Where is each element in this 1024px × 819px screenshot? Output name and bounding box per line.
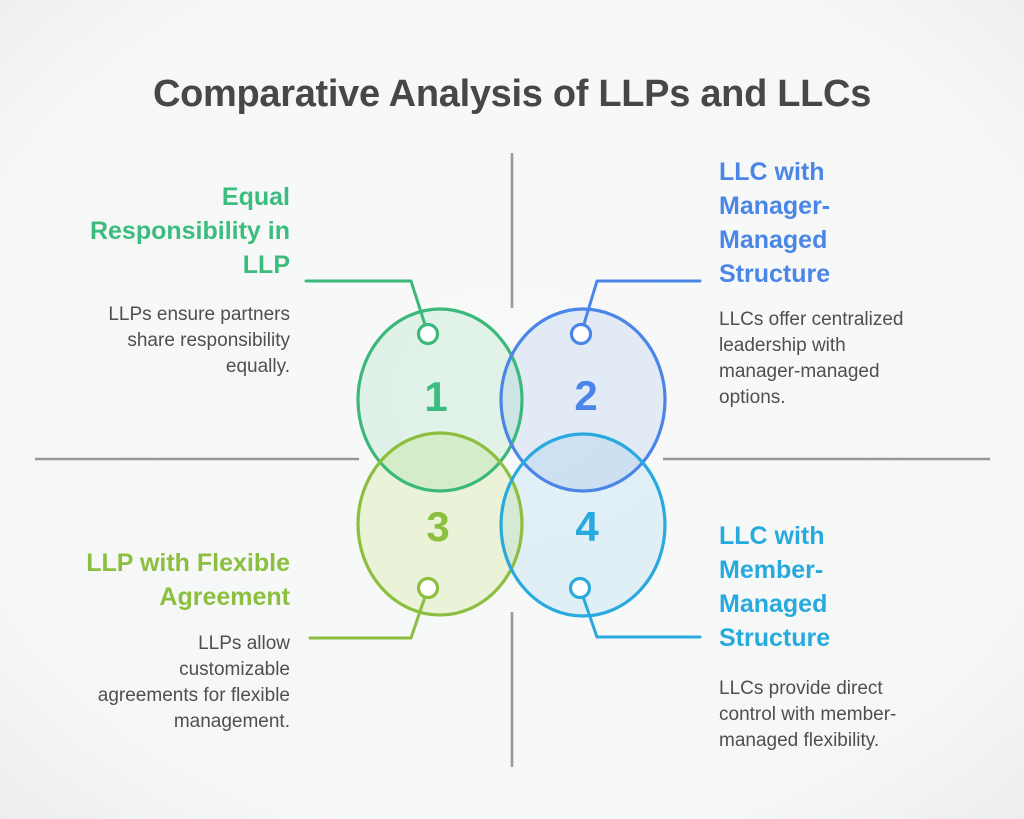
heading-line: LLC with [719,158,825,186]
circle-3-pin [416,576,440,600]
circle-2-number: 2 [574,372,598,419]
body-line: LLCs offer centralized [719,309,904,330]
heading-line: LLP [242,251,290,279]
circle-2-pin [569,322,593,346]
connector-4 [578,586,702,639]
heading-line: Equal [221,183,290,211]
section-2-heading: LLC with Manager- Managed Structure [719,155,979,291]
heading-line: Managed [719,590,828,618]
heading-line: Managed [719,226,828,254]
circle-1-pin [416,322,440,346]
body-line: leadership with [719,335,846,356]
circle-4-outline [499,432,667,618]
section-4-heading: LLC with Member- Managed Structure [719,519,979,655]
body-line: LLPs ensure partners [108,304,290,325]
section-3-description: LLPs allow customizable agreements for f… [40,631,290,735]
body-line: managed flexibility. [719,730,880,751]
section-1-description: LLPs ensure partners share responsibilit… [40,302,290,380]
heading-line: LLC with [719,522,825,550]
connector-1 [304,279,430,336]
body-line: LLPs allow [198,633,290,654]
heading-line: Agreement [159,583,290,611]
body-line: management. [173,711,290,732]
circle-4-number: 4 [575,503,599,550]
circle-3-number: 3 [426,503,450,550]
section-3-heading: LLP with Flexible Agreement [40,546,290,614]
circle-3-outline [356,431,524,617]
body-line: control with member- [719,704,897,725]
body-line: equally. [225,356,290,377]
body-line: manager-managed [719,361,880,382]
circle-1-outline [356,307,524,493]
heading-line: Manager- [719,192,831,220]
heading-line: LLP with Flexible [86,549,290,577]
connector-3 [308,586,430,640]
section-1-heading: Equal Responsibility in LLP [40,180,290,282]
connector-2 [579,279,702,336]
body-line: customizable [179,659,290,680]
section-2-description: LLCs offer centralized leadership with m… [719,307,979,411]
section-4-description: LLCs provide direct control with member-… [719,676,979,754]
heading-line: Structure [719,260,831,288]
circle-1-number: 1 [424,373,448,420]
circle-2-outline [499,307,667,493]
body-line: share responsibility [127,330,290,351]
body-line: LLCs provide direct [719,678,883,699]
page-title: Comparative Analysis of LLPs and LLCs [152,73,872,115]
circle-4-pin [568,576,592,600]
heading-line: Responsibility in [89,217,290,245]
body-line: agreements for flexible [97,685,290,706]
heading-line: Member- [719,556,824,584]
heading-line: Structure [719,624,831,652]
body-line: options. [719,387,786,408]
